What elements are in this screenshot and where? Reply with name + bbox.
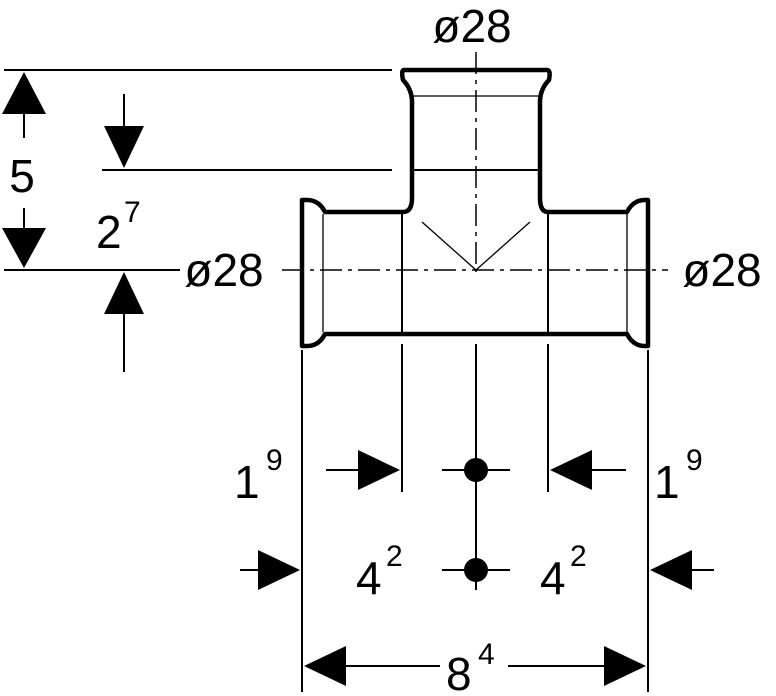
half-right-label: 4 <box>540 552 566 604</box>
socket-right-sup: 9 <box>686 444 703 477</box>
center-dot-1 <box>464 458 488 482</box>
height-dimensions: 5 2 7 <box>2 69 392 372</box>
height-branch-sup: 7 <box>124 196 141 229</box>
branch-arrow-up <box>104 272 144 314</box>
socket-right-arrow <box>550 450 592 490</box>
length-dimensions: 1 9 1 9 4 2 4 2 8 4 <box>234 344 714 696</box>
half-left-label: 4 <box>356 552 382 604</box>
left-diameter-label: ø28 <box>184 244 263 296</box>
right-diameter-label: ø28 <box>682 244 761 296</box>
tee-fitting-body <box>282 52 668 349</box>
height-total-label: 5 <box>9 150 35 202</box>
height-branch-label: 2 <box>96 206 122 258</box>
total-length-sup: 4 <box>478 638 495 671</box>
branch-inner-left <box>421 221 477 271</box>
total-length-arrow-right <box>604 646 646 686</box>
socket-left-sup: 9 <box>266 444 283 477</box>
branch-inner-right <box>475 221 531 271</box>
socket-left-label: 1 <box>234 456 260 508</box>
half-left-sup: 2 <box>386 540 403 573</box>
branch-arrow-down <box>104 126 144 168</box>
total-length-label: 8 <box>446 648 472 696</box>
height-total-arrow-down <box>2 228 46 268</box>
socket-left-arrow <box>358 450 400 490</box>
half-left-arrow <box>258 550 300 590</box>
tee-outline <box>299 67 651 349</box>
height-total-arrow-up <box>2 72 46 114</box>
half-right-sup: 2 <box>570 540 587 573</box>
half-right-arrow <box>650 550 692 590</box>
top-diameter-label: ø28 <box>432 0 511 52</box>
total-length-arrow-left <box>304 646 346 686</box>
socket-right-label: 1 <box>654 456 680 508</box>
center-dot-2 <box>464 558 488 582</box>
